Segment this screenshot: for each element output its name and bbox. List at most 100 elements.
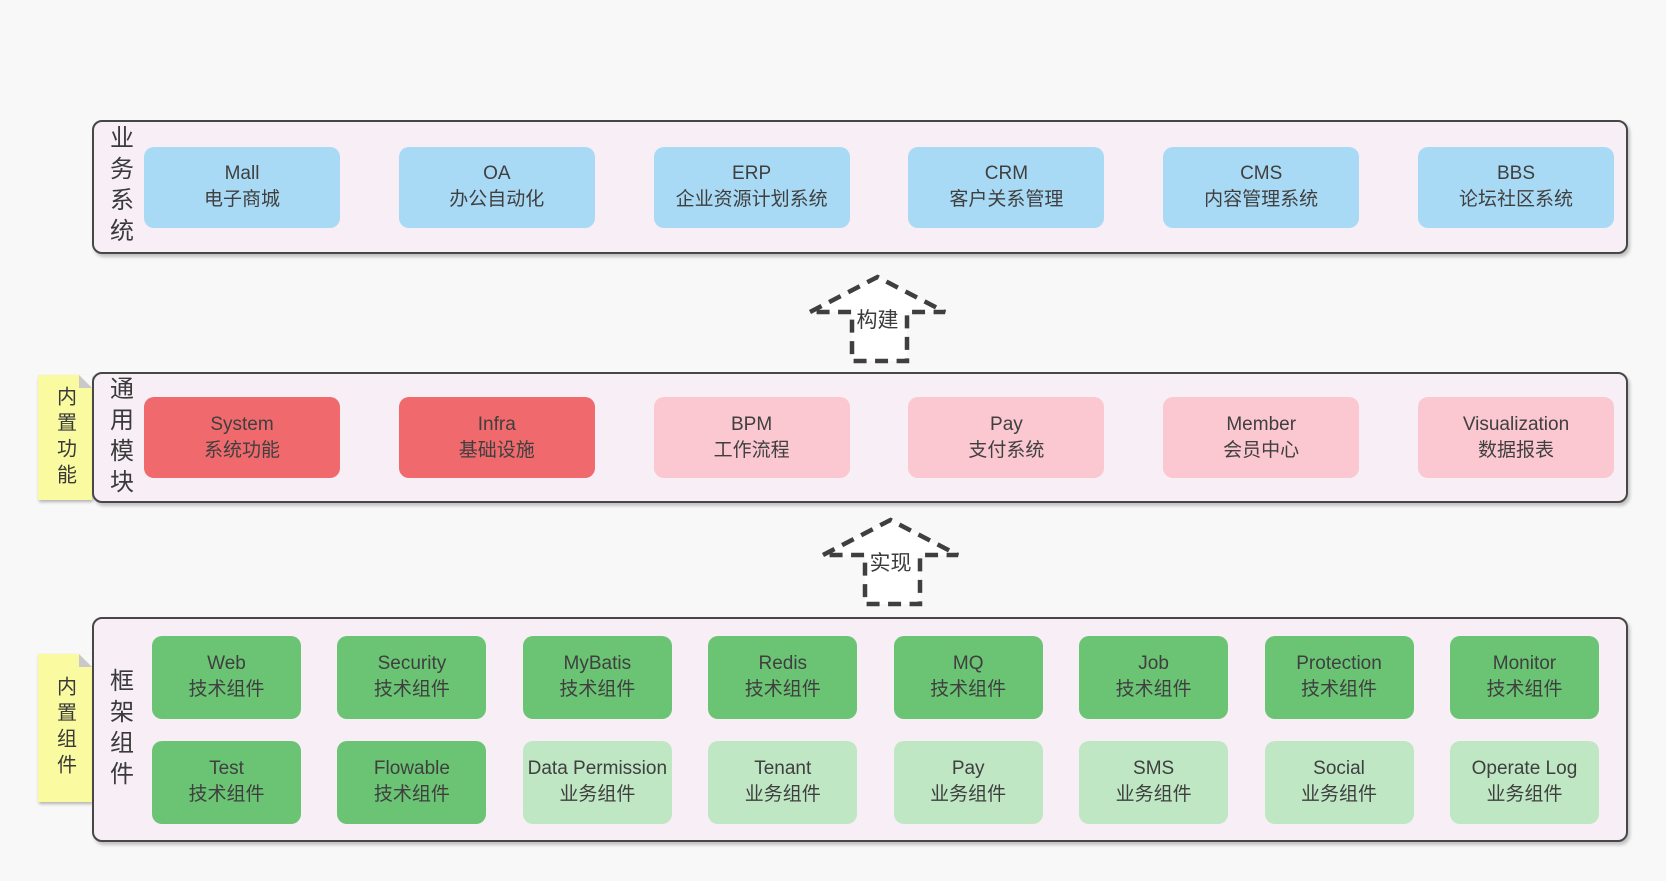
module-name-zh: 企业资源计划系统 bbox=[675, 189, 828, 210]
up-arrow-icon bbox=[821, 517, 960, 607]
module-name-en: Social bbox=[1313, 758, 1365, 779]
module-name-en: CRM bbox=[984, 163, 1029, 184]
module-name-zh: 业务组件 bbox=[930, 784, 1007, 805]
module-box-system: System 系统功能 bbox=[144, 397, 340, 478]
module-name-en: Test bbox=[209, 758, 244, 779]
module-box-operate-log: Operate Log 业务组件 bbox=[1449, 740, 1599, 824]
module-box-mall: Mall 电子商城 bbox=[144, 146, 340, 228]
module-name-zh: 技术组件 bbox=[373, 784, 450, 805]
module-box-data-permission: Data Permission 业务组件 bbox=[522, 740, 672, 824]
module-box-sms: SMS 业务组件 bbox=[1079, 740, 1229, 824]
sticky-note-builtin-features: 内置功能 bbox=[38, 375, 92, 500]
module-box-protection: Protection 技术组件 bbox=[1264, 635, 1414, 719]
up-arrow-icon bbox=[808, 274, 947, 364]
module-name-zh: 技术组件 bbox=[1486, 679, 1563, 700]
module-name-zh: 客户关系管理 bbox=[949, 189, 1064, 210]
module-name-en: Visualization bbox=[1462, 413, 1570, 435]
module-name-en: Redis bbox=[758, 653, 808, 674]
module-name-zh: 支付系统 bbox=[968, 439, 1045, 461]
module-name-zh: 数据报表 bbox=[1477, 439, 1554, 461]
sticky-note-label: 内置功能 bbox=[53, 385, 76, 490]
module-box-crm: CRM 客户关系管理 bbox=[908, 146, 1105, 228]
module-box-social: Social 业务组件 bbox=[1264, 740, 1414, 824]
module-name-zh: 技术组件 bbox=[373, 679, 450, 700]
module-box-pay: Pay 支付系统 bbox=[908, 397, 1105, 478]
module-name-en: BPM bbox=[731, 413, 773, 435]
module-box-monitor: Monitor 技术组件 bbox=[1449, 635, 1599, 719]
module-box-visualization: Visualization 数据报表 bbox=[1417, 397, 1614, 478]
module-name-en: CMS bbox=[1240, 163, 1283, 184]
implement-arrow: 实现 bbox=[820, 517, 961, 607]
module-name-en: Operate Log bbox=[1471, 758, 1578, 779]
module-box-cms: CMS 内容管理系统 bbox=[1163, 146, 1360, 228]
module-name-zh: 业务组件 bbox=[559, 784, 636, 805]
module-name-zh: 系统功能 bbox=[203, 439, 280, 461]
module-name-en: Data Permission bbox=[527, 758, 668, 779]
module-name-en: Mall bbox=[224, 163, 260, 184]
module-name-en: ERP bbox=[732, 163, 772, 184]
module-name-zh: 业务组件 bbox=[1301, 784, 1378, 805]
module-name-zh: 业务组件 bbox=[1486, 784, 1563, 805]
module-name-zh: 内容管理系统 bbox=[1204, 189, 1319, 210]
module-name-zh: 电子商城 bbox=[203, 189, 280, 210]
band-label-business-systems: 业务系统 bbox=[105, 125, 133, 249]
module-box-member: Member 会员中心 bbox=[1163, 397, 1360, 478]
module-name-zh: 工作流程 bbox=[713, 439, 790, 461]
build-arrow: 构建 bbox=[807, 274, 948, 364]
module-name-zh: 会员中心 bbox=[1223, 439, 1300, 461]
module-name-en: BBS bbox=[1496, 163, 1535, 184]
module-name-en: SMS bbox=[1133, 758, 1175, 779]
module-name-zh: 基础设施 bbox=[458, 439, 535, 461]
module-box-pay: Pay 业务组件 bbox=[893, 740, 1043, 824]
module-name-en: Pay bbox=[990, 413, 1023, 435]
module-name-en: MQ bbox=[952, 653, 984, 674]
module-name-zh: 技术组件 bbox=[1301, 679, 1378, 700]
module-name-zh: 技术组件 bbox=[188, 679, 265, 700]
module-name-en: Protection bbox=[1296, 653, 1382, 674]
module-name-zh: 技术组件 bbox=[930, 679, 1007, 700]
module-box-erp: ERP 企业资源计划系统 bbox=[653, 146, 850, 228]
module-name-zh: 技术组件 bbox=[559, 679, 636, 700]
implement-arrow-label: 实现 bbox=[869, 552, 912, 575]
band-rows: Mall 电子商城 OA 办公自动化 ERP 企业资源计划系统 CRM 客户关系管理 CMS 内容… bbox=[144, 122, 1626, 252]
sticky-note-builtin-components: 内置组件 bbox=[38, 654, 92, 802]
module-name-en: Member bbox=[1226, 413, 1297, 435]
band-rows: System 系统功能 Infra 基础设施 BPM 工作流程 Pay 支付系统 Member 会… bbox=[144, 374, 1626, 501]
module-box-mq: MQ 技术组件 bbox=[893, 635, 1043, 719]
module-name-en: System bbox=[210, 413, 274, 435]
module-name-zh: 技术组件 bbox=[744, 679, 821, 700]
module-box-test: Test 技术组件 bbox=[152, 740, 301, 824]
module-name-en: Monitor bbox=[1492, 653, 1557, 674]
module-name-en: Tenant bbox=[754, 758, 812, 779]
module-name-zh: 论坛社区系统 bbox=[1458, 189, 1573, 210]
module-name-en: Security bbox=[377, 653, 447, 674]
module-row: System 系统功能 Infra 基础设施 BPM 工作流程 Pay 支付系统 Member 会… bbox=[144, 397, 1614, 478]
module-name-en: Job bbox=[1138, 653, 1169, 674]
module-row: Mall 电子商城 OA 办公自动化 ERP 企业资源计划系统 CRM 客户关系管理 CMS 内容… bbox=[144, 146, 1614, 228]
module-name-en: Infra bbox=[477, 413, 516, 435]
module-box-bpm: BPM 工作流程 bbox=[653, 397, 850, 478]
module-name-en: Pay bbox=[951, 758, 985, 779]
module-name-zh: 技术组件 bbox=[188, 784, 265, 805]
build-arrow-label: 构建 bbox=[856, 309, 899, 332]
module-box-infra: Infra 基础设施 bbox=[398, 397, 595, 478]
module-name-en: OA bbox=[483, 163, 511, 184]
module-box-oa: OA 办公自动化 bbox=[398, 146, 595, 228]
module-box-redis: Redis 技术组件 bbox=[708, 635, 858, 719]
band-business-systems: 业务系统 Mall 电子商城 OA 办公自动化 ERP 企业资源计划系统 CRM 客户关系管理… bbox=[92, 120, 1628, 254]
module-name-zh: 业务组件 bbox=[1115, 784, 1192, 805]
sticky-note-label: 内置组件 bbox=[53, 676, 76, 780]
module-box-bbs: BBS 论坛社区系统 bbox=[1417, 146, 1614, 228]
module-name-zh: 办公自动化 bbox=[449, 189, 545, 210]
